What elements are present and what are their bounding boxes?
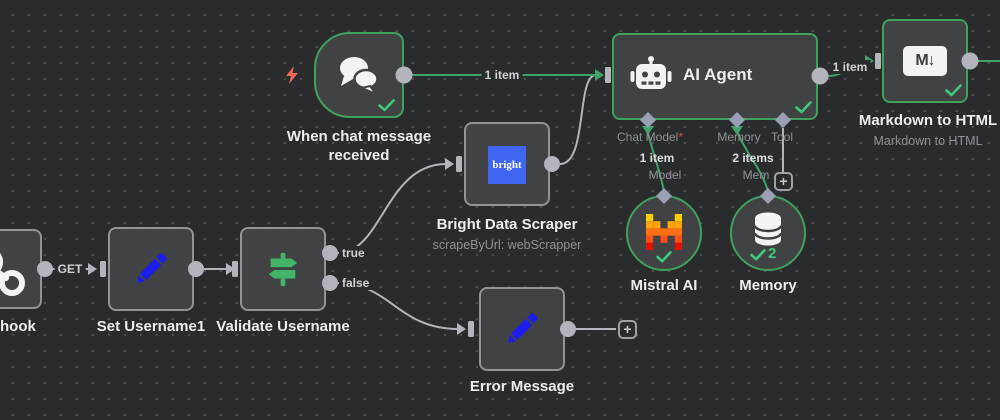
input-port[interactable]	[456, 156, 462, 172]
port-chat-model-diamond[interactable]	[640, 112, 656, 128]
node-webhook[interactable]	[0, 229, 42, 309]
output-port[interactable]	[188, 261, 204, 277]
input-port[interactable]	[100, 261, 106, 277]
output-port-true[interactable]	[322, 245, 338, 261]
success-check-icon	[750, 249, 766, 261]
chat-bubbles-icon	[340, 57, 379, 96]
arrowhead-icon	[595, 69, 604, 81]
wire-brightdata-to-agent[interactable]	[559, 74, 597, 165]
success-check-icon	[378, 99, 395, 112]
node-label-memory: Memory	[739, 277, 797, 294]
wire-label-memory-items: 2 items	[732, 151, 774, 165]
markdown-icon-text: M↓	[915, 52, 935, 69]
bright-data-icon-text: bright	[492, 159, 522, 171]
input-port[interactable]	[468, 321, 474, 337]
port-label-memory: Memory	[717, 130, 761, 144]
node-label-bright-data: Bright Data Scraper	[436, 216, 578, 233]
node-label-mistral: Mistral AI	[630, 277, 698, 294]
node-bright-data-scraper[interactable]	[464, 122, 550, 206]
wire-label-true: true	[339, 246, 368, 260]
wire-mistral-to-agent[interactable]	[647, 132, 665, 192]
arrowhead-icon	[88, 263, 97, 275]
signpost-icon	[268, 252, 298, 287]
input-port[interactable]	[875, 53, 881, 69]
webhook-icon	[0, 253, 25, 296]
port-tool-diamond[interactable]	[775, 112, 791, 128]
wire-label-false: false	[339, 276, 373, 290]
node-label-webhook: hook	[0, 318, 36, 335]
markdown-icon: M↓	[903, 46, 947, 76]
success-check-icon	[945, 84, 962, 97]
node-subtitle-markdown: Markdown to HTML	[873, 134, 983, 148]
edit-pencil-icon	[508, 313, 538, 343]
lightning-bolt-icon	[286, 66, 298, 84]
wire-label-get: GET	[54, 262, 86, 276]
node-validate-username[interactable]	[240, 227, 326, 311]
add-tool-button[interactable]: +	[774, 172, 793, 191]
wire-label-memory-name: Mem	[742, 168, 770, 182]
input-port[interactable]	[605, 67, 611, 83]
node-label-ai-agent: AI Agent	[683, 65, 753, 84]
node-label-set-username1: Set Username1	[96, 318, 206, 335]
memory-top-diamond[interactable]	[760, 188, 776, 204]
node-label-validate-username: Validate Username	[216, 318, 350, 335]
output-port[interactable]	[395, 66, 413, 84]
required-asterisk: *	[678, 130, 684, 144]
wire-label-model-items: 1 item	[639, 151, 675, 165]
output-port[interactable]	[811, 67, 829, 85]
node-subtitle-bright-data: scrapeByUrl: webScrapper	[432, 238, 582, 252]
port-memory-diamond[interactable]	[729, 112, 745, 128]
mistral-top-diamond[interactable]	[656, 188, 672, 204]
arrowhead-icon	[445, 158, 454, 170]
database-icon	[753, 212, 783, 246]
node-label-chat-trigger: When chat message received	[286, 128, 432, 164]
success-check-icon	[656, 251, 672, 263]
arrowhead-icon	[457, 323, 466, 335]
output-port-false[interactable]	[322, 275, 338, 291]
port-label-chat-model: Chat Model*	[617, 130, 683, 144]
robot-icon	[630, 56, 672, 89]
wire-label-agent-out-items: 1 item	[829, 60, 871, 74]
output-port[interactable]	[544, 156, 560, 172]
node-label-markdown: Markdown to HTML	[858, 112, 998, 129]
arrowhead-icon	[642, 126, 654, 135]
add-next-node-button[interactable]: +	[618, 320, 637, 339]
output-port[interactable]	[37, 261, 53, 277]
wire-memory-to-agent[interactable]	[737, 132, 769, 192]
wire-label-chat-items: 1 item	[481, 68, 523, 82]
edit-pencil-icon	[137, 253, 167, 283]
output-port[interactable]	[560, 321, 576, 337]
port-label-tool: Tool	[770, 130, 794, 144]
mistral-logo-icon	[646, 214, 682, 250]
node-label-error-message: Error Message	[469, 378, 575, 395]
memory-run-count-badge: 2	[768, 245, 777, 262]
port-label-chat-model-text: Chat Model	[616, 130, 679, 144]
arrowhead-icon	[731, 126, 743, 135]
arrowhead-icon	[226, 263, 235, 275]
wire-true-to-brightdata[interactable]	[337, 163, 447, 254]
success-check-icon	[795, 101, 812, 114]
wire-label-model-name: Model	[648, 168, 682, 182]
input-port[interactable]	[232, 261, 238, 277]
bright-data-icon: bright	[488, 146, 526, 184]
output-port[interactable]	[961, 52, 979, 70]
